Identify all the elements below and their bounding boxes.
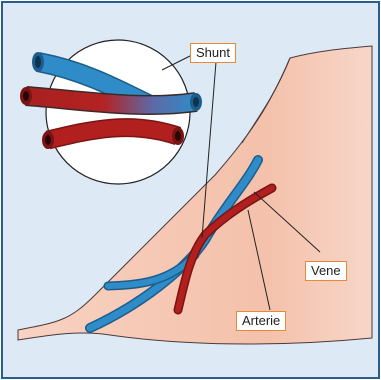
vene-label: Vene <box>305 261 347 281</box>
arterie-label: Arterie <box>236 311 286 331</box>
shunt-label: Shunt <box>190 43 236 63</box>
